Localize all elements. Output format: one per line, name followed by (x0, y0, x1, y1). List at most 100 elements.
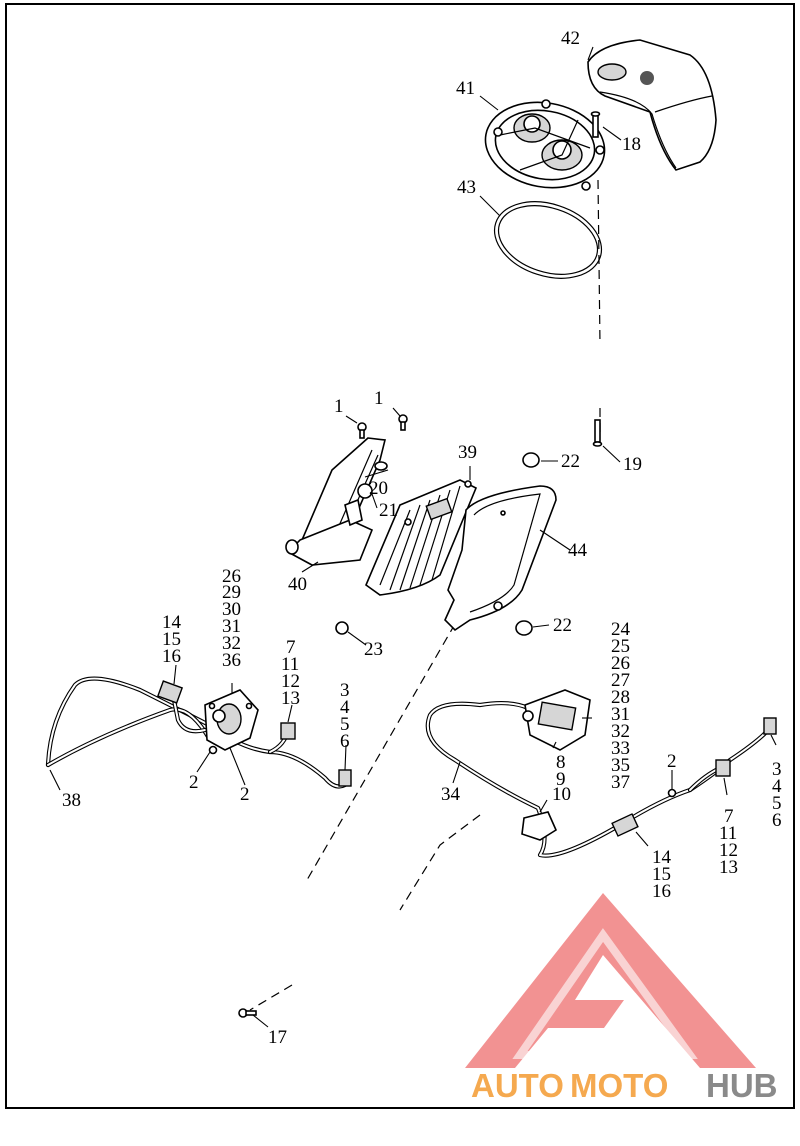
callout-38: 38 (62, 790, 81, 811)
stack-line: 11 (719, 823, 737, 844)
centerline-pod (306, 597, 471, 881)
leader-lines (49, 46, 777, 1028)
stack-line: 14 (162, 612, 182, 633)
callout-23: 23 (364, 639, 383, 660)
watermark-text: AUTO MOTO HUB (471, 1067, 778, 1104)
stack-right-mid: 7 11 12 13 (719, 806, 738, 878)
callout-42: 42 (561, 28, 580, 49)
screw-1b (398, 414, 408, 431)
plug-21 (357, 483, 373, 499)
stack-line: 27 (611, 670, 630, 691)
stack-line: 3 (772, 759, 782, 780)
callout-labels: 42 41 18 43 1 1 19 39 22 20 21 44 40 23 … (62, 28, 677, 1048)
callout-1b: 1 (374, 388, 384, 409)
left-connector-3-6 (338, 769, 352, 787)
screw-18 (590, 111, 601, 138)
washer-20 (374, 461, 388, 471)
stack-right-far: 3 4 5 6 (772, 759, 782, 831)
stack-line: 12 (719, 840, 738, 861)
callout-2-right: 2 (667, 751, 677, 772)
left-switch-housing (204, 689, 259, 751)
callout-1a: 1 (334, 396, 344, 417)
left-harness (45, 676, 348, 789)
callout-41: 41 (456, 78, 475, 99)
stack-line: 26 (222, 566, 241, 587)
stack-line: 4 (772, 776, 782, 797)
stack-line: 29 (222, 582, 241, 603)
watermark-logo (465, 893, 756, 1068)
watermark-hub: HUB (706, 1067, 778, 1104)
speaker-gasket (493, 201, 603, 279)
stack-line: 33 (611, 738, 630, 759)
right-connector-14-16 (611, 813, 639, 837)
stack-left-right: 3 4 5 6 (340, 680, 350, 752)
stack-right-bottom: 14 15 16 (652, 847, 672, 902)
stack-line: 5 (340, 714, 350, 735)
amplifier-module (365, 479, 478, 596)
stack-right-89: 8 9 (556, 752, 566, 790)
stack-line: 8 (556, 752, 566, 773)
plug-22-bottom (515, 620, 533, 636)
stack-line: 4 (340, 697, 350, 718)
left-clip-2 (208, 745, 218, 755)
stack-line: 7 (724, 806, 734, 827)
stack-line: 25 (611, 636, 630, 657)
stack-line: 13 (281, 688, 300, 709)
nut-23 (335, 621, 349, 635)
stack-line: 32 (222, 633, 241, 654)
speaker-gasket-inner (497, 205, 599, 275)
stack-left-conn: 14 15 16 (162, 612, 182, 667)
stack-line: 6 (772, 810, 782, 831)
stack-line: 16 (162, 646, 181, 667)
callout-40: 40 (288, 574, 307, 595)
left-connector-14-16 (156, 680, 184, 704)
centerline-screw17 (249, 984, 293, 1011)
callout-22-top: 22 (561, 451, 580, 472)
callout-10: 10 (552, 784, 571, 805)
callout-18: 18 (622, 134, 641, 155)
stack-line: 9 (556, 769, 566, 790)
stack-line: 11 (281, 654, 299, 675)
stack-line: 16 (652, 881, 671, 902)
callout-43: 43 (457, 177, 476, 198)
callout-22-bottom: 22 (553, 615, 572, 636)
right-clip-2 (667, 788, 677, 798)
stack-line: 14 (652, 847, 672, 868)
screw-1a (357, 422, 367, 439)
speaker (484, 99, 606, 191)
stack-line: 30 (222, 599, 241, 620)
stack-line: 37 (611, 772, 630, 793)
stack-line: 3 (340, 680, 350, 701)
stack-left-top: 26 29 30 31 32 36 (222, 566, 241, 671)
centerline-speaker (597, 179, 601, 346)
callout-2-left-a: 2 (189, 772, 199, 793)
cover-panel (444, 485, 557, 632)
stack-line: 36 (222, 650, 241, 671)
stack-right-top: 24 25 26 27 28 31 32 33 35 37 (611, 619, 631, 793)
plug-22-top (522, 452, 540, 468)
right-connector-10 (521, 811, 558, 841)
stack-line: 6 (340, 731, 350, 752)
stack-line: 12 (281, 671, 300, 692)
stack-line: 28 (611, 687, 630, 708)
stack-line: 5 (772, 793, 782, 814)
callout-34: 34 (441, 784, 461, 805)
watermark-moto: MOTO (570, 1067, 668, 1104)
callout-17: 17 (268, 1027, 287, 1048)
right-connector-7-13 (715, 759, 731, 777)
mounting-bracket (285, 437, 386, 566)
right-switch-housing (522, 689, 591, 751)
stack-line: 26 (611, 653, 630, 674)
stack-line: 31 (222, 616, 241, 637)
stack-line: 35 (611, 755, 630, 776)
stack-line: 13 (719, 857, 738, 878)
callout-44: 44 (568, 540, 588, 561)
callout-19: 19 (623, 454, 642, 475)
callout-21: 21 (379, 500, 398, 521)
left-connector-7-13 (280, 722, 296, 740)
screw-19 (592, 419, 603, 447)
stack-line: 15 (162, 629, 181, 650)
callout-20: 20 (369, 478, 388, 499)
speaker-lid (587, 39, 717, 171)
